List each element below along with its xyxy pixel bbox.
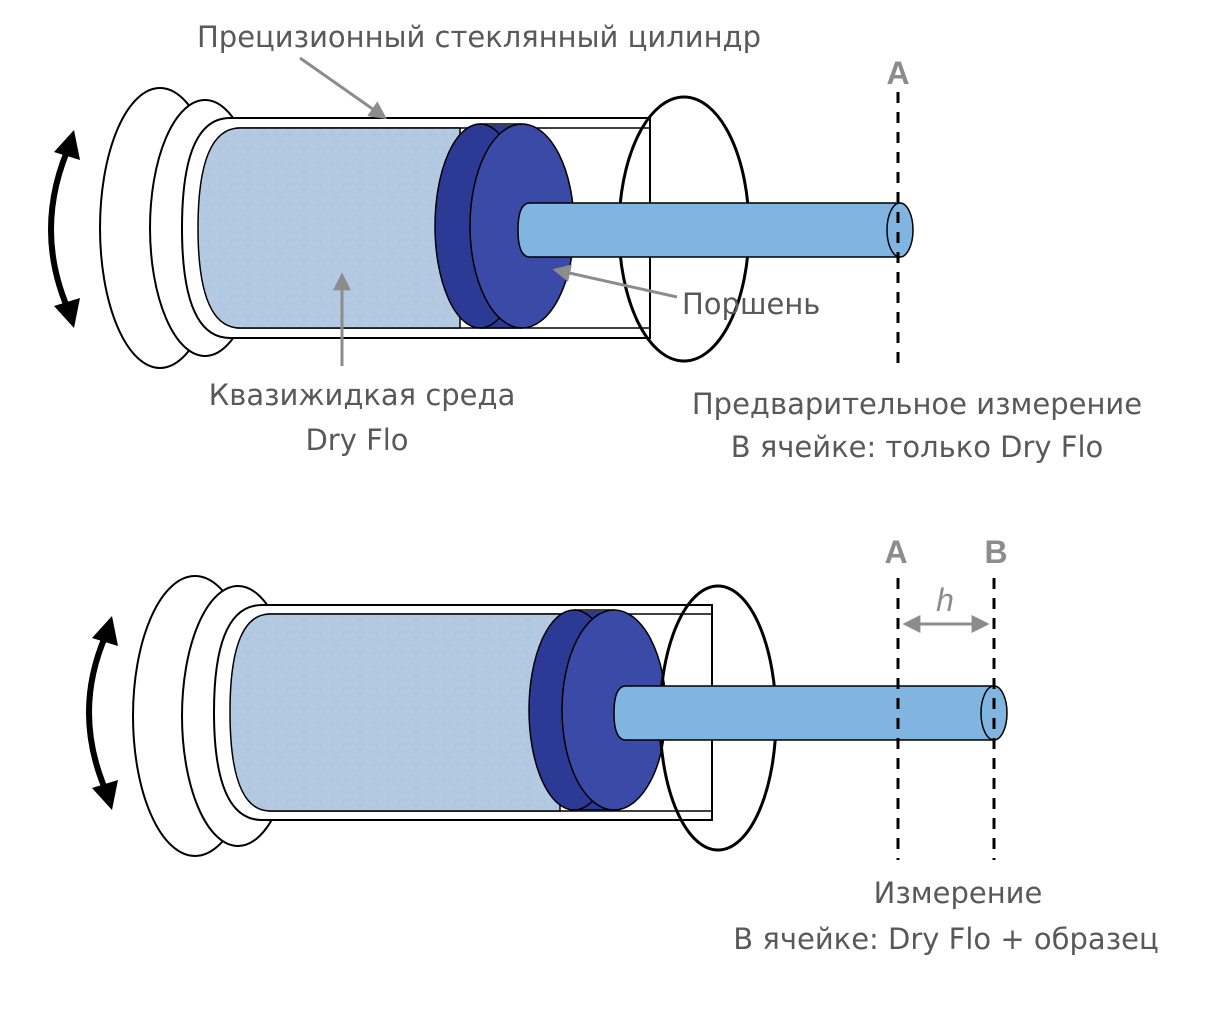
measurement-title: Измерение xyxy=(873,876,1043,910)
measurement-content: В ячейке: Dry Flo + образец xyxy=(733,922,1159,956)
plunger-rod xyxy=(517,202,914,258)
syringe-bottom xyxy=(86,575,1008,860)
syringe-top xyxy=(48,56,914,372)
medium-label-line2: Dry Flo xyxy=(305,423,409,457)
marker-a-bottom-label: A xyxy=(884,534,908,570)
cylinder-leader xyxy=(299,56,387,120)
piston-leader xyxy=(552,264,678,299)
pre-measurement-content: В ячейке: только Dry Flo xyxy=(730,430,1104,464)
dry-flo-medium xyxy=(197,127,461,329)
piston-label: Поршень xyxy=(682,287,821,321)
curved-double-arrow-icon xyxy=(86,616,118,810)
dry-flo-medium xyxy=(229,613,561,812)
plunger-rod xyxy=(613,685,1008,741)
medium-label-line1: Квазижидкая среда xyxy=(208,378,516,412)
marker-b-bottom-label: B xyxy=(984,534,1008,570)
curved-double-arrow-icon xyxy=(48,130,80,328)
pre-measurement-title: Предварительное измерение xyxy=(691,387,1143,421)
h-distance-label: h xyxy=(936,582,954,618)
marker-a-top-label: A xyxy=(886,55,910,91)
cylinder-label: Прецизионный стеклянный цилиндр xyxy=(197,20,761,54)
